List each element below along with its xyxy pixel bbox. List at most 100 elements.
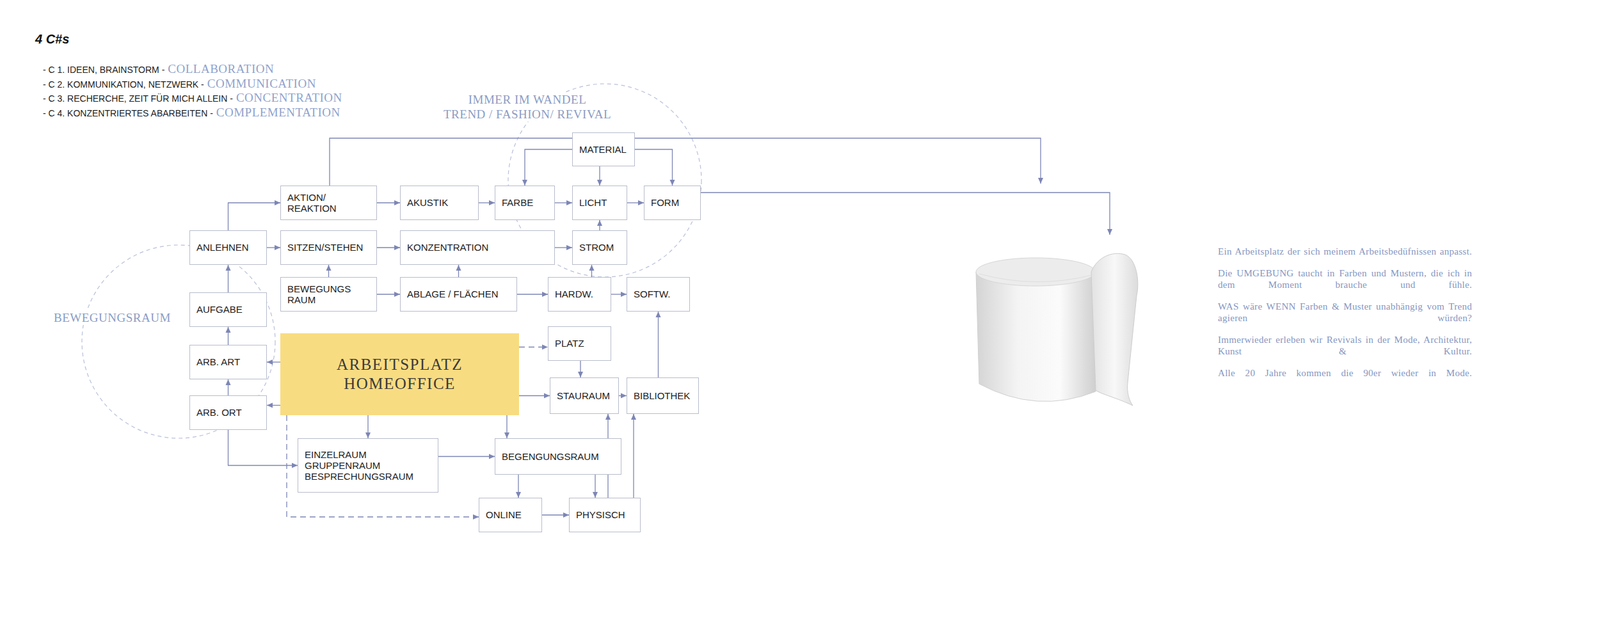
process-box: SITZEN/STEHEN bbox=[280, 230, 377, 265]
region-label: BEWEGUNGSRAUM bbox=[51, 311, 174, 326]
note-block: Ein Arbeitsplatz der sich meinem Arbeits… bbox=[1217, 245, 1472, 390]
box-text: ABLAGE / FLÄCHEN bbox=[407, 288, 499, 300]
process-box: HARDW. bbox=[547, 277, 612, 312]
paper-cylinder bbox=[976, 253, 1138, 406]
connector bbox=[376, 293, 400, 295]
process-box: SOFTW. bbox=[626, 277, 690, 312]
process-box: ABLAGE / FLÄCHEN bbox=[400, 277, 518, 312]
box-text: ANLEHNEN bbox=[196, 241, 249, 253]
legend-row: - C 3. RECHERCHE, ZEIT FÜR MICH ALLEIN -… bbox=[42, 90, 343, 106]
process-box: BEWEGUNGS RAUM bbox=[280, 277, 377, 312]
diagram-title: 4 C#s bbox=[35, 32, 70, 47]
connector bbox=[328, 264, 329, 278]
process-box: ARB. ART bbox=[189, 344, 267, 380]
box-text: ARBEITSPLATZ HOMEOFFICE bbox=[323, 355, 477, 394]
box-text: SITZEN/STEHEN bbox=[287, 241, 363, 253]
connector bbox=[519, 395, 550, 397]
connector bbox=[227, 264, 229, 293]
connector bbox=[524, 149, 573, 187]
box-text: LICHT bbox=[579, 197, 607, 208]
box-text: EINZELRAUM GRUPPENRAUM BESPRECHUNGSRAUM bbox=[304, 449, 430, 483]
process-box: ONLINE bbox=[478, 497, 543, 533]
note-paragraph: Die UMGEBUNG taucht in Farben und Muster… bbox=[1217, 267, 1472, 291]
process-box: LICHT bbox=[572, 185, 628, 221]
box-text: HARDW. bbox=[554, 288, 594, 300]
box-text: BEGENGUNGSRAUM bbox=[501, 451, 600, 463]
box-text: PLATZ bbox=[554, 337, 585, 349]
box-text: STAURAUM bbox=[556, 390, 610, 402]
list-text: - C 1. IDEEN, BRAINSTORM - bbox=[42, 64, 165, 75]
connector bbox=[478, 202, 495, 203]
box-text: BIBLIOTHEK bbox=[633, 390, 690, 402]
connector bbox=[594, 474, 596, 498]
box-text: MATERIAL bbox=[579, 144, 627, 155]
box-text: AUFGABE bbox=[196, 304, 243, 315]
process-box: EINZELRAUM GRUPPENRAUM BESPRECHUNGSRAUM bbox=[297, 438, 439, 493]
process-box: KONZENTRATION bbox=[400, 230, 555, 265]
connector bbox=[627, 202, 644, 203]
list-text: - C 2. KOMMUNIKATION, NETZWERK - bbox=[42, 79, 205, 90]
connector bbox=[517, 474, 519, 498]
list-text: - C 3. RECHERCHE, ZEIT FÜR MICH ALLEIN - bbox=[42, 93, 233, 104]
connector bbox=[657, 311, 659, 378]
legend-row: - C 1. IDEEN, BRAINSTORM -COLLABORATION bbox=[42, 62, 274, 77]
process-box: FARBE bbox=[494, 185, 555, 221]
box-text: AKUSTIK bbox=[407, 197, 448, 208]
connector bbox=[618, 395, 627, 397]
connector bbox=[458, 264, 459, 278]
box-text: ONLINE bbox=[485, 509, 522, 521]
keyword-text: COMMUNICATION bbox=[207, 76, 317, 91]
list-text: - C 4. KONZENTRIERTES ABARBEITEN - bbox=[42, 108, 214, 119]
connector bbox=[634, 149, 673, 187]
connector bbox=[517, 293, 548, 295]
note-paragraph: Immerwieder erleben wir Revivals in der … bbox=[1217, 334, 1472, 358]
process-box: STAURAUM bbox=[549, 377, 619, 415]
connector bbox=[438, 456, 495, 457]
note-paragraph: Alle 20 Jahre kommen die 90er wieder in … bbox=[1217, 367, 1472, 379]
connector bbox=[591, 264, 592, 278]
process-box: FORM bbox=[643, 185, 701, 221]
process-box: STROM bbox=[572, 230, 628, 265]
connector bbox=[376, 247, 400, 248]
box-text: STROM bbox=[579, 241, 614, 253]
connector bbox=[611, 293, 627, 295]
box-text: BEWEGUNGS RAUM bbox=[287, 283, 358, 306]
connector bbox=[376, 202, 400, 203]
leader-line bbox=[329, 138, 1041, 186]
process-box: PHYSISCH bbox=[568, 497, 641, 533]
box-text: FORM bbox=[650, 197, 680, 208]
connector bbox=[542, 514, 569, 516]
box-text: FARBE bbox=[501, 197, 534, 208]
note-paragraph: WAS wäre WENN Farben & Muster unabhängig… bbox=[1217, 300, 1472, 324]
connector bbox=[227, 379, 229, 396]
box-text: KONZENTRATION bbox=[407, 241, 489, 253]
highlight-box: ARBEITSPLATZ HOMEOFFICE bbox=[280, 333, 520, 416]
connector bbox=[367, 415, 368, 439]
box-text: ARB. ART bbox=[196, 356, 240, 368]
box-text: AKTION/ REAKTION bbox=[287, 192, 355, 215]
connector bbox=[579, 360, 581, 378]
dashed-circle bbox=[81, 245, 276, 439]
keyword-text: COMPLEMENTATION bbox=[216, 105, 341, 120]
connector bbox=[599, 166, 600, 186]
connector bbox=[266, 405, 281, 406]
connector bbox=[228, 430, 299, 466]
box-text: SOFTW. bbox=[633, 288, 671, 300]
process-box: PLATZ bbox=[547, 326, 612, 361]
connector bbox=[266, 247, 281, 248]
note-paragraph: Ein Arbeitsplatz der sich meinem Arbeits… bbox=[1217, 245, 1472, 258]
process-box: ARB. ORT bbox=[189, 395, 267, 431]
connector bbox=[266, 361, 281, 363]
connector bbox=[228, 202, 281, 231]
process-box: AKTION/ REAKTION bbox=[280, 185, 377, 221]
connector bbox=[227, 327, 229, 345]
process-box: BIBLIOTHEK bbox=[626, 377, 699, 415]
connector bbox=[506, 415, 507, 439]
leader-line bbox=[700, 192, 1110, 235]
box-text: PHYSISCH bbox=[576, 509, 626, 521]
keyword-text: CONCENTRATION bbox=[236, 90, 343, 105]
region-label: IMMER IM WANDEL bbox=[465, 92, 589, 107]
process-box: AUFGABE bbox=[189, 292, 267, 328]
region-label: TREND / FASHION/ REVIVAL bbox=[440, 107, 614, 122]
